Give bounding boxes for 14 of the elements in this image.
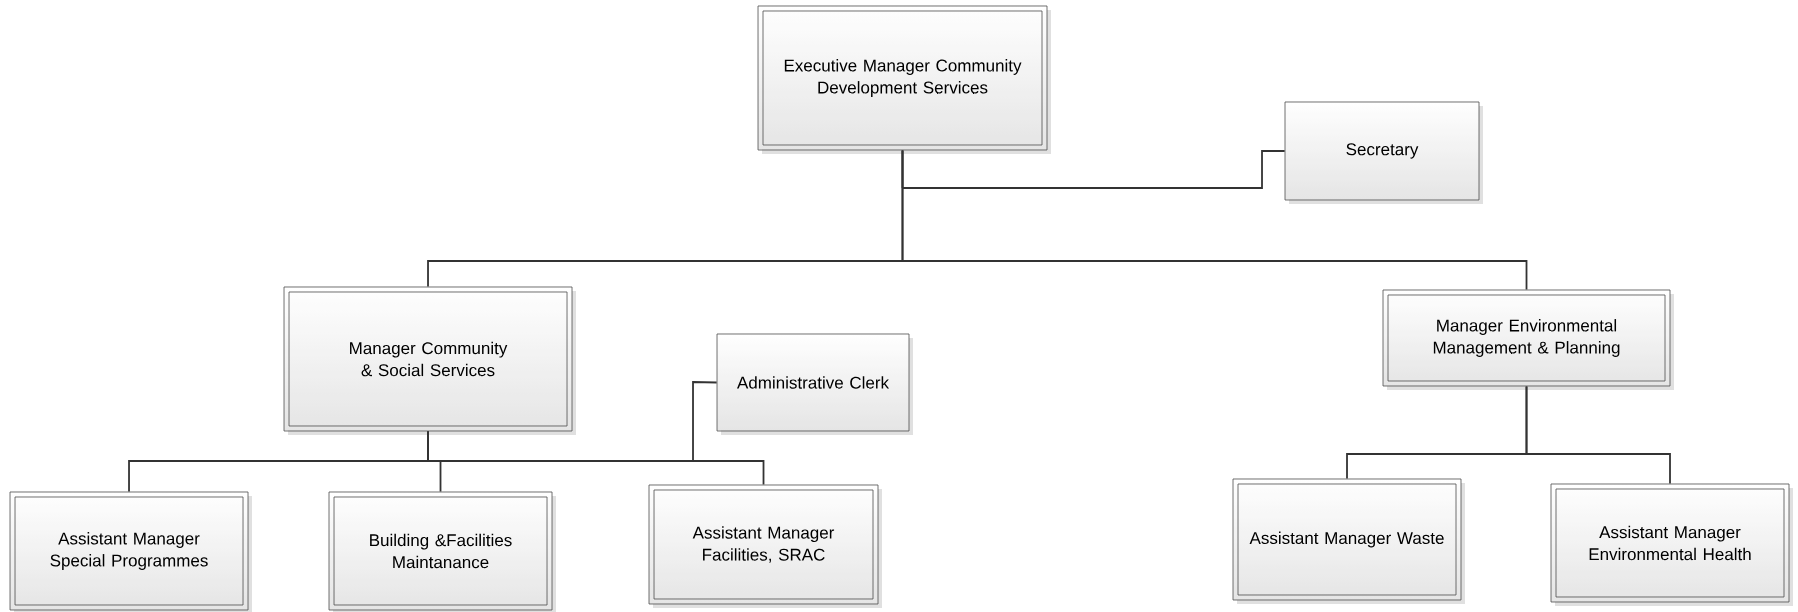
connector-line (901, 149, 1286, 189)
org-box: Executive Manager Community Development Services (757, 5, 1051, 154)
connector-line (1525, 385, 1671, 485)
org-box: Administrative Clerk (716, 333, 913, 435)
org-box: Manager Community & Social Services (283, 286, 576, 435)
org-box: Secretary (1284, 101, 1483, 204)
org-box: Manager Environmental Management & Planning (1382, 289, 1674, 390)
org-box: Building &Facilities Maintanance (328, 491, 556, 612)
org-box: Assistant Manager Special Programmes (9, 491, 252, 612)
org-box: Assistant Manager Waste (1232, 478, 1465, 604)
connector-line (427, 381, 718, 462)
org-box: Assistant Manager Environmental Health (1550, 483, 1793, 606)
connector-line (901, 149, 1528, 291)
org-box: Assistant Manager Facilities, SRAC (648, 484, 882, 608)
